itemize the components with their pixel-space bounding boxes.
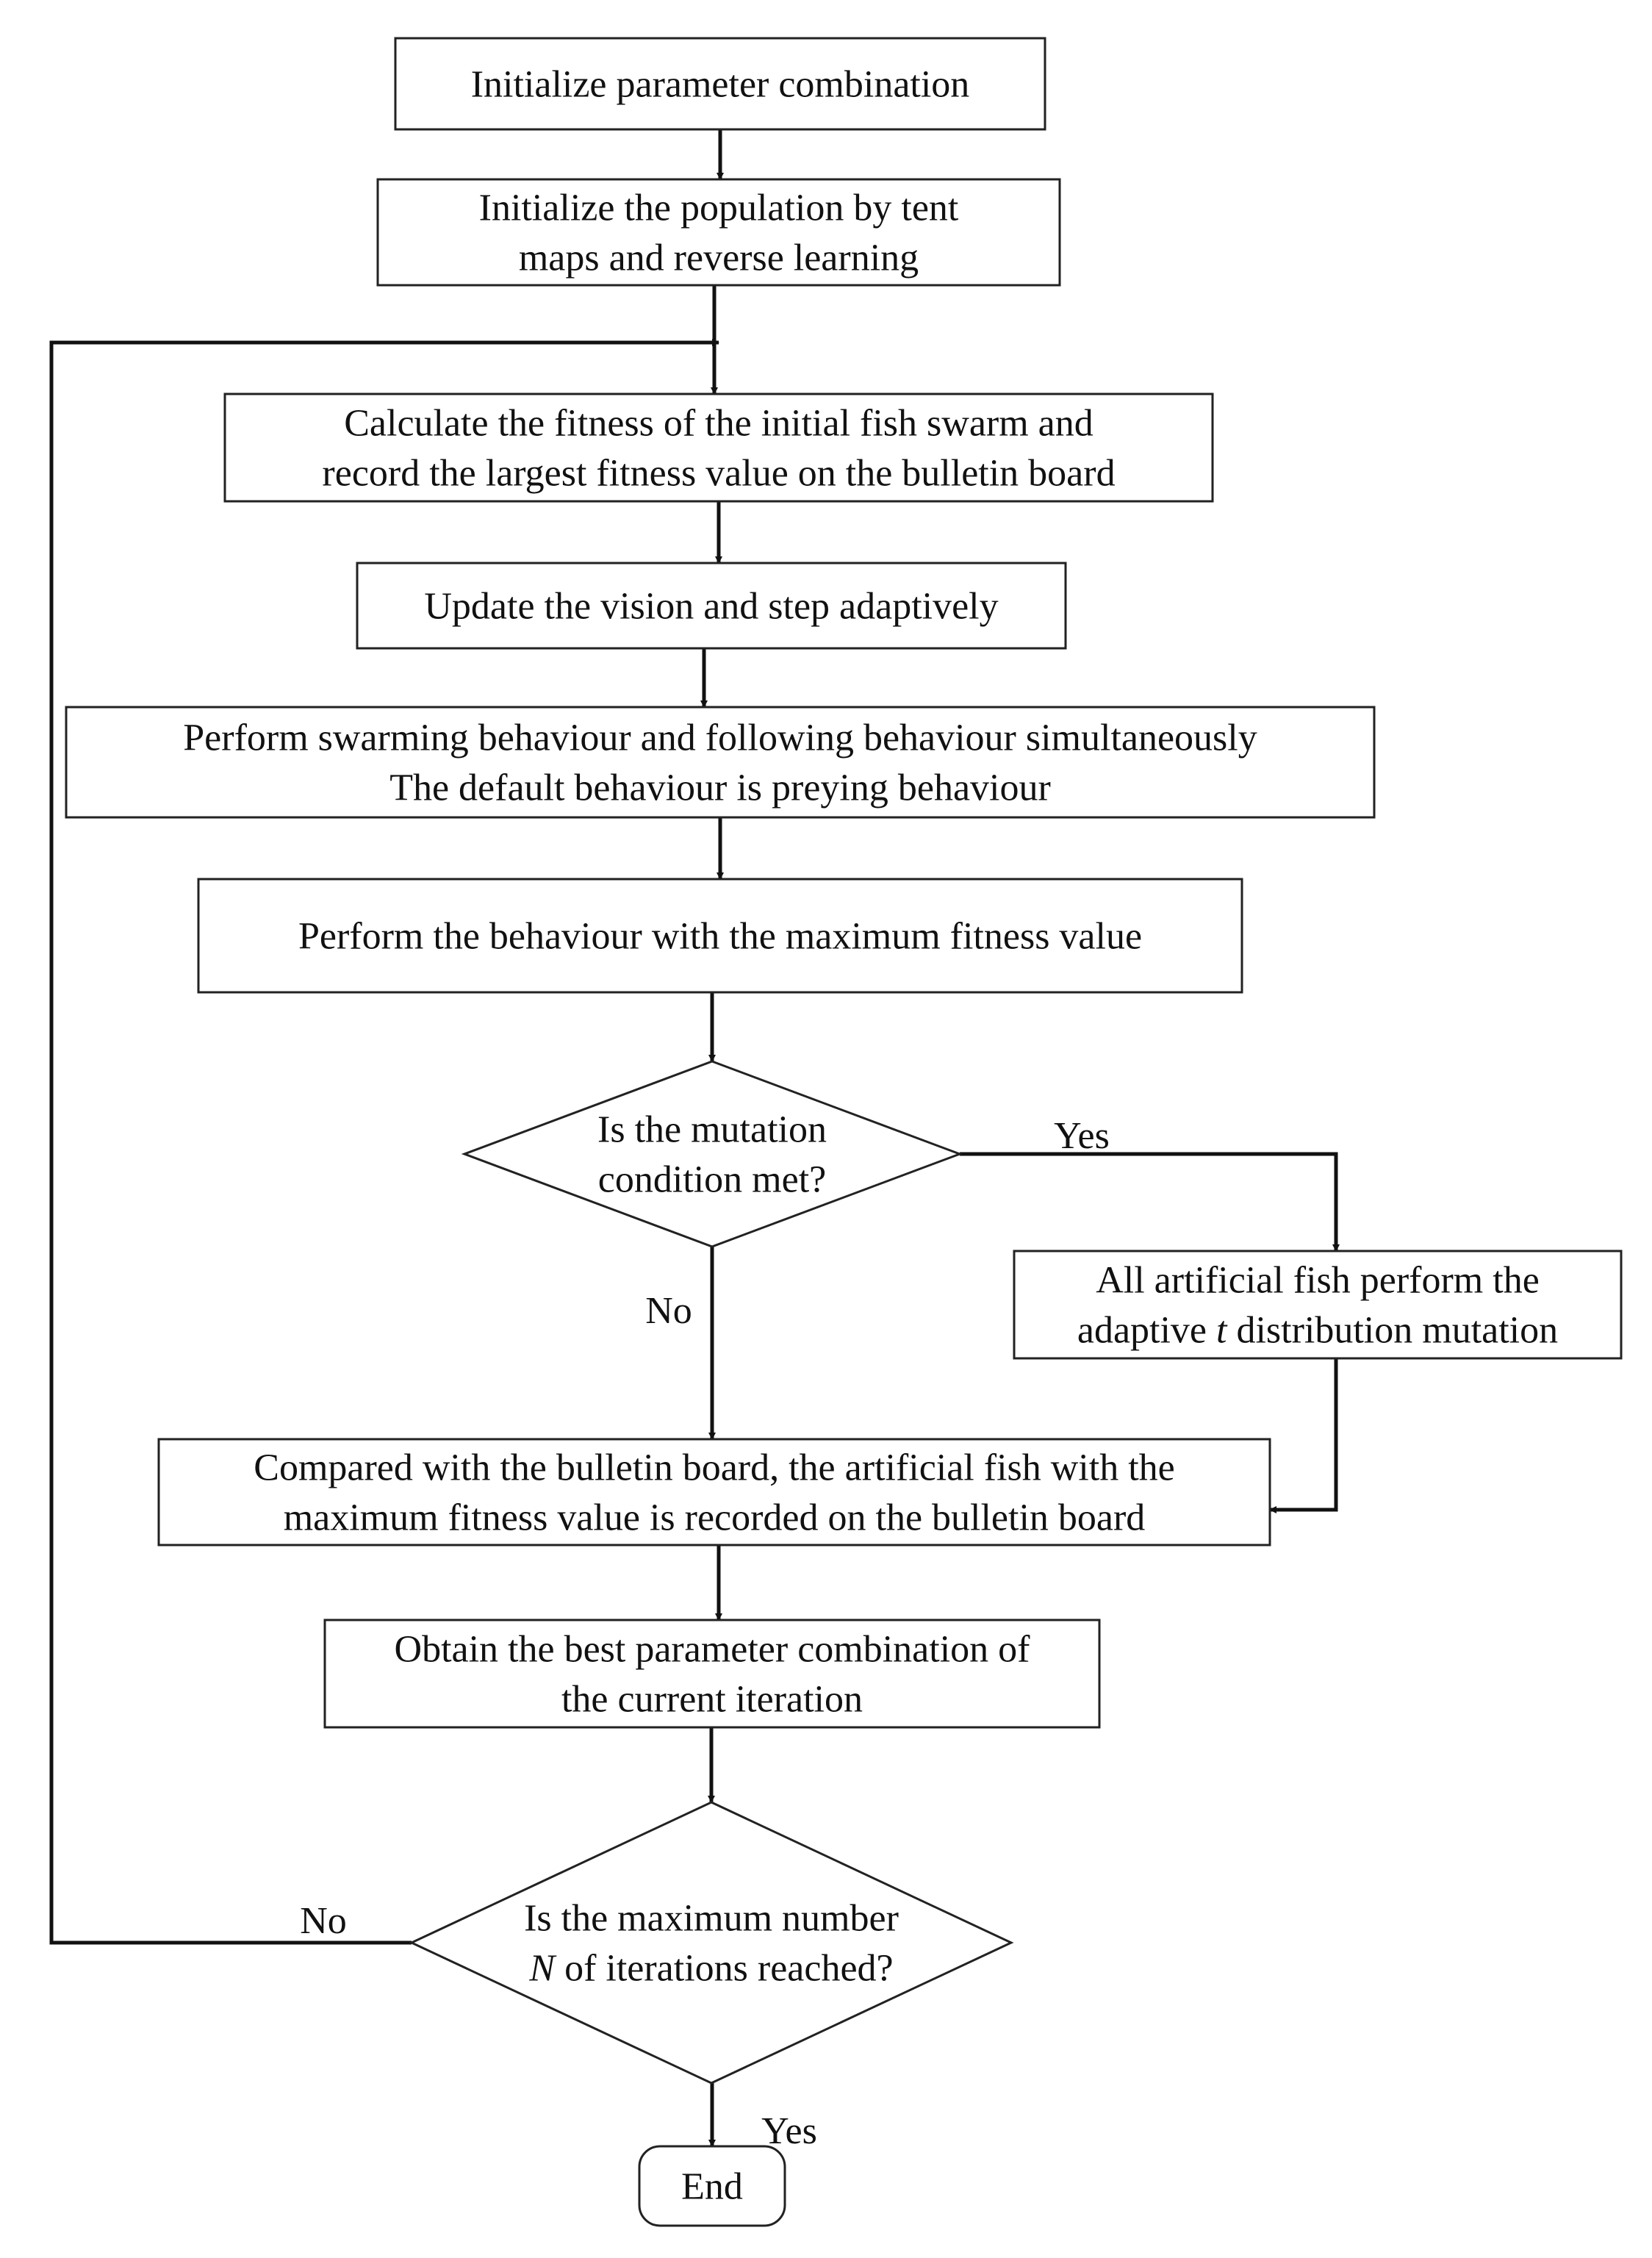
max-iter-decision-diamond <box>409 1801 1014 2085</box>
max-iter-decision-text-line-1: Is the maximum number <box>524 1898 899 1940</box>
mutation-decision-text-line-2: condition met? <box>598 1159 826 1201</box>
init-params-text-line-1: Initialize parameter combination <box>471 64 970 106</box>
mutation-text-line-1: All artificial fish perform the <box>1096 1260 1540 1302</box>
edge-mutation-to-compare-board <box>1269 1358 1338 1513</box>
edge-label-yes: Yes <box>761 2110 817 2152</box>
init-population-text-line-2: maps and reverse learning <box>519 237 919 279</box>
init-population-text-line-1: Initialize the population by tent <box>479 187 959 229</box>
edge-label-no: No <box>300 1900 347 1942</box>
calc-fitness-box <box>223 393 1214 503</box>
calc-fitness-text-line-1: Calculate the fitness of the initial fis… <box>344 403 1093 445</box>
best-params-text-line-1: Obtain the best parameter combination of <box>395 1629 1031 1671</box>
perform-swarming-box <box>65 706 1376 819</box>
edge-max-iter-decision-to-calc-fitness <box>49 339 719 1945</box>
edge-label-no: No <box>645 1290 692 1332</box>
max-iter-decision-text-line-2: N of iterations reached? <box>528 1948 893 1990</box>
compare-board-text-line-1: Compared with the bulletin board, the ar… <box>254 1447 1174 1489</box>
update-vision-text-line-1: Update the vision and step adaptively <box>424 586 998 628</box>
best-params-box <box>323 1619 1101 1729</box>
end-terminal <box>638 2145 786 2227</box>
compare-board-text-line-2: maximum fitness value is recorded on the… <box>284 1497 1146 1539</box>
mutation-decision-diamond <box>461 1060 963 1248</box>
update-vision-box <box>356 562 1067 650</box>
edges-layer <box>49 129 1340 2147</box>
mutation-box <box>1013 1250 1623 1360</box>
calc-fitness-text-line-2: record the largest fitness value on the … <box>322 453 1115 495</box>
compare-board-box <box>157 1438 1271 1546</box>
init-population-box <box>376 178 1061 287</box>
end-text-line-1: End <box>681 2166 743 2208</box>
edge-label-yes: Yes <box>1054 1115 1110 1157</box>
mutation-decision-text-line-1: Is the mutation <box>597 1109 827 1151</box>
init-params-box <box>394 37 1046 131</box>
perform-max-text-line-1: Perform the behaviour with the maximum f… <box>298 916 1142 958</box>
edge-mutation-decision-to-mutation <box>960 1152 1340 1252</box>
mutation-text-line-2: adaptive t distribution mutation <box>1077 1310 1558 1352</box>
best-params-text-line-2: the current iteration <box>561 1679 863 1721</box>
perform-swarming-text-line-2: The default behaviour is preying behavio… <box>389 767 1051 809</box>
perform-max-box <box>197 878 1243 994</box>
perform-swarming-text-line-1: Perform swarming behaviour and following… <box>183 717 1257 759</box>
nodes-layer: Initialize parameter combinationInitiali… <box>65 37 1623 2227</box>
